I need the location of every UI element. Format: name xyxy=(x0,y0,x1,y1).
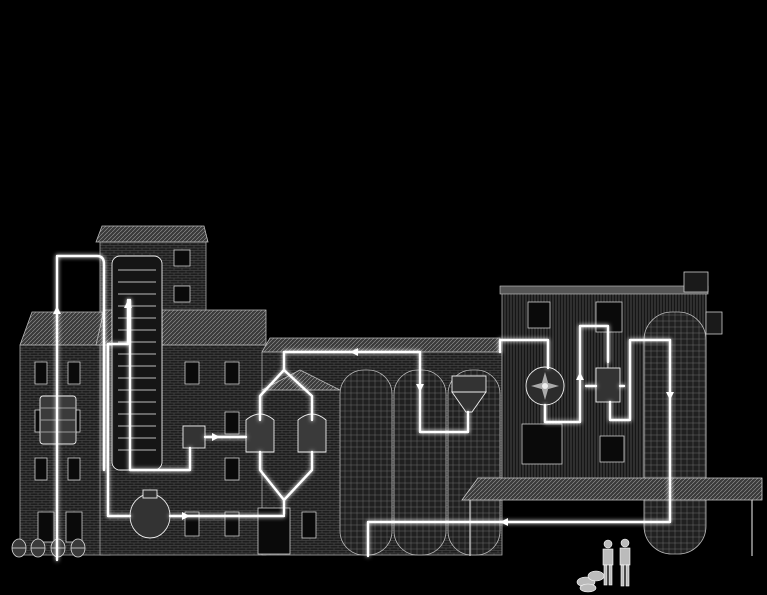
grain-sack-icon xyxy=(577,571,604,592)
barrel-icon xyxy=(31,539,45,557)
left-wall xyxy=(20,345,110,555)
right-cornice xyxy=(500,286,708,294)
barrel-icon xyxy=(71,539,85,557)
fan-icon xyxy=(526,367,564,405)
left-roof xyxy=(20,312,110,345)
center-windows xyxy=(302,512,316,538)
worker-icon xyxy=(620,539,630,586)
condenser-box xyxy=(183,426,205,448)
side-tank xyxy=(706,312,722,334)
right-silo xyxy=(644,312,706,554)
silo-1 xyxy=(340,370,392,555)
right-building xyxy=(462,272,762,556)
loading-canopy xyxy=(462,478,762,500)
rooftop-tank xyxy=(684,272,708,292)
filter-press xyxy=(596,368,620,402)
tower-roof xyxy=(96,226,208,242)
worker-icon xyxy=(603,540,613,585)
workers xyxy=(577,539,630,592)
barrel-icon xyxy=(12,539,26,557)
center-roof xyxy=(262,338,500,352)
